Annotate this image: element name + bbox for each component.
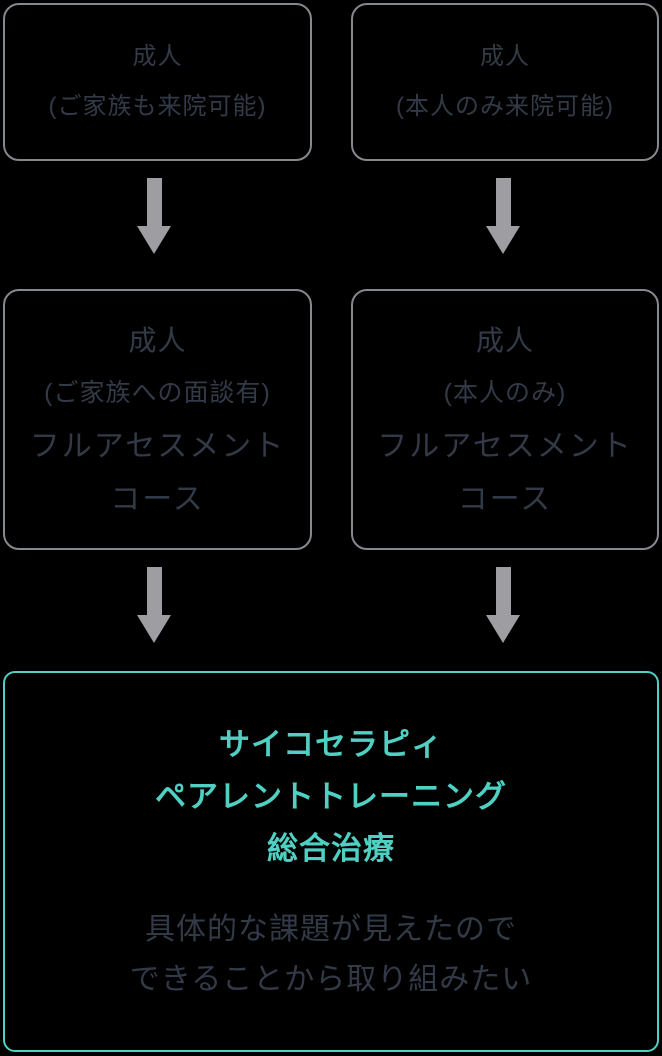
down-arrow-icon [137, 567, 171, 643]
arrow-shaft [146, 567, 162, 615]
node-line: コース [110, 482, 205, 516]
arrow-head [137, 226, 171, 254]
arrow-head [486, 615, 520, 643]
node-line: フルアセスメント [29, 429, 286, 463]
treatment-heading: サイコセラピィ ペアレントトレーニング 総合治療 [155, 719, 507, 875]
node-line: (ご家族も来院可能) [48, 93, 267, 120]
treatment-heading-line: サイコセラピィ [219, 726, 443, 762]
arrow-head [137, 615, 171, 643]
arrow-shaft [495, 178, 511, 226]
treatment-heading-line: 総合治療 [267, 830, 395, 866]
node-treatment-summary: サイコセラピィ ペアレントトレーニング 総合治療 具体的な課題が見えたので でき… [3, 671, 659, 1052]
treatment-body-line: 具体的な課題が見えたので [145, 912, 517, 946]
node-line: 成人 [128, 324, 187, 356]
node-adult-family-visit: 成人 (ご家族も来院可能) [3, 3, 312, 161]
down-arrow-icon [486, 567, 520, 643]
node-line: 成人 [475, 324, 534, 356]
down-arrow-icon [486, 178, 520, 254]
node-adult-self-visit: 成人 (本人のみ来院可能) [351, 3, 659, 161]
node-full-assessment-self: 成人 (本人のみ) フルアセスメント コース [351, 289, 659, 550]
arrow-shaft [495, 567, 511, 615]
treatment-body: 具体的な課題が見えたので できることから取り組みたい [130, 905, 532, 1005]
node-line: (本人のみ) [443, 378, 567, 407]
node-full-assessment-family: 成人 (ご家族への面談有) フルアセスメント コース [3, 289, 312, 550]
node-line: コース [457, 482, 553, 516]
arrow-head [486, 226, 520, 254]
node-line: 成人 [132, 43, 183, 70]
node-line: (本人のみ来院可能) [396, 93, 614, 120]
arrow-shaft [146, 178, 162, 226]
node-line: 成人 [480, 43, 530, 70]
treatment-body-line: できることから取り組みたい [129, 962, 533, 996]
treatment-heading-line: ペアレントトレーニング [155, 778, 507, 814]
node-line: フルアセスメント [377, 429, 633, 463]
node-line: (ご家族への面談有) [44, 378, 271, 407]
down-arrow-icon [137, 178, 171, 254]
